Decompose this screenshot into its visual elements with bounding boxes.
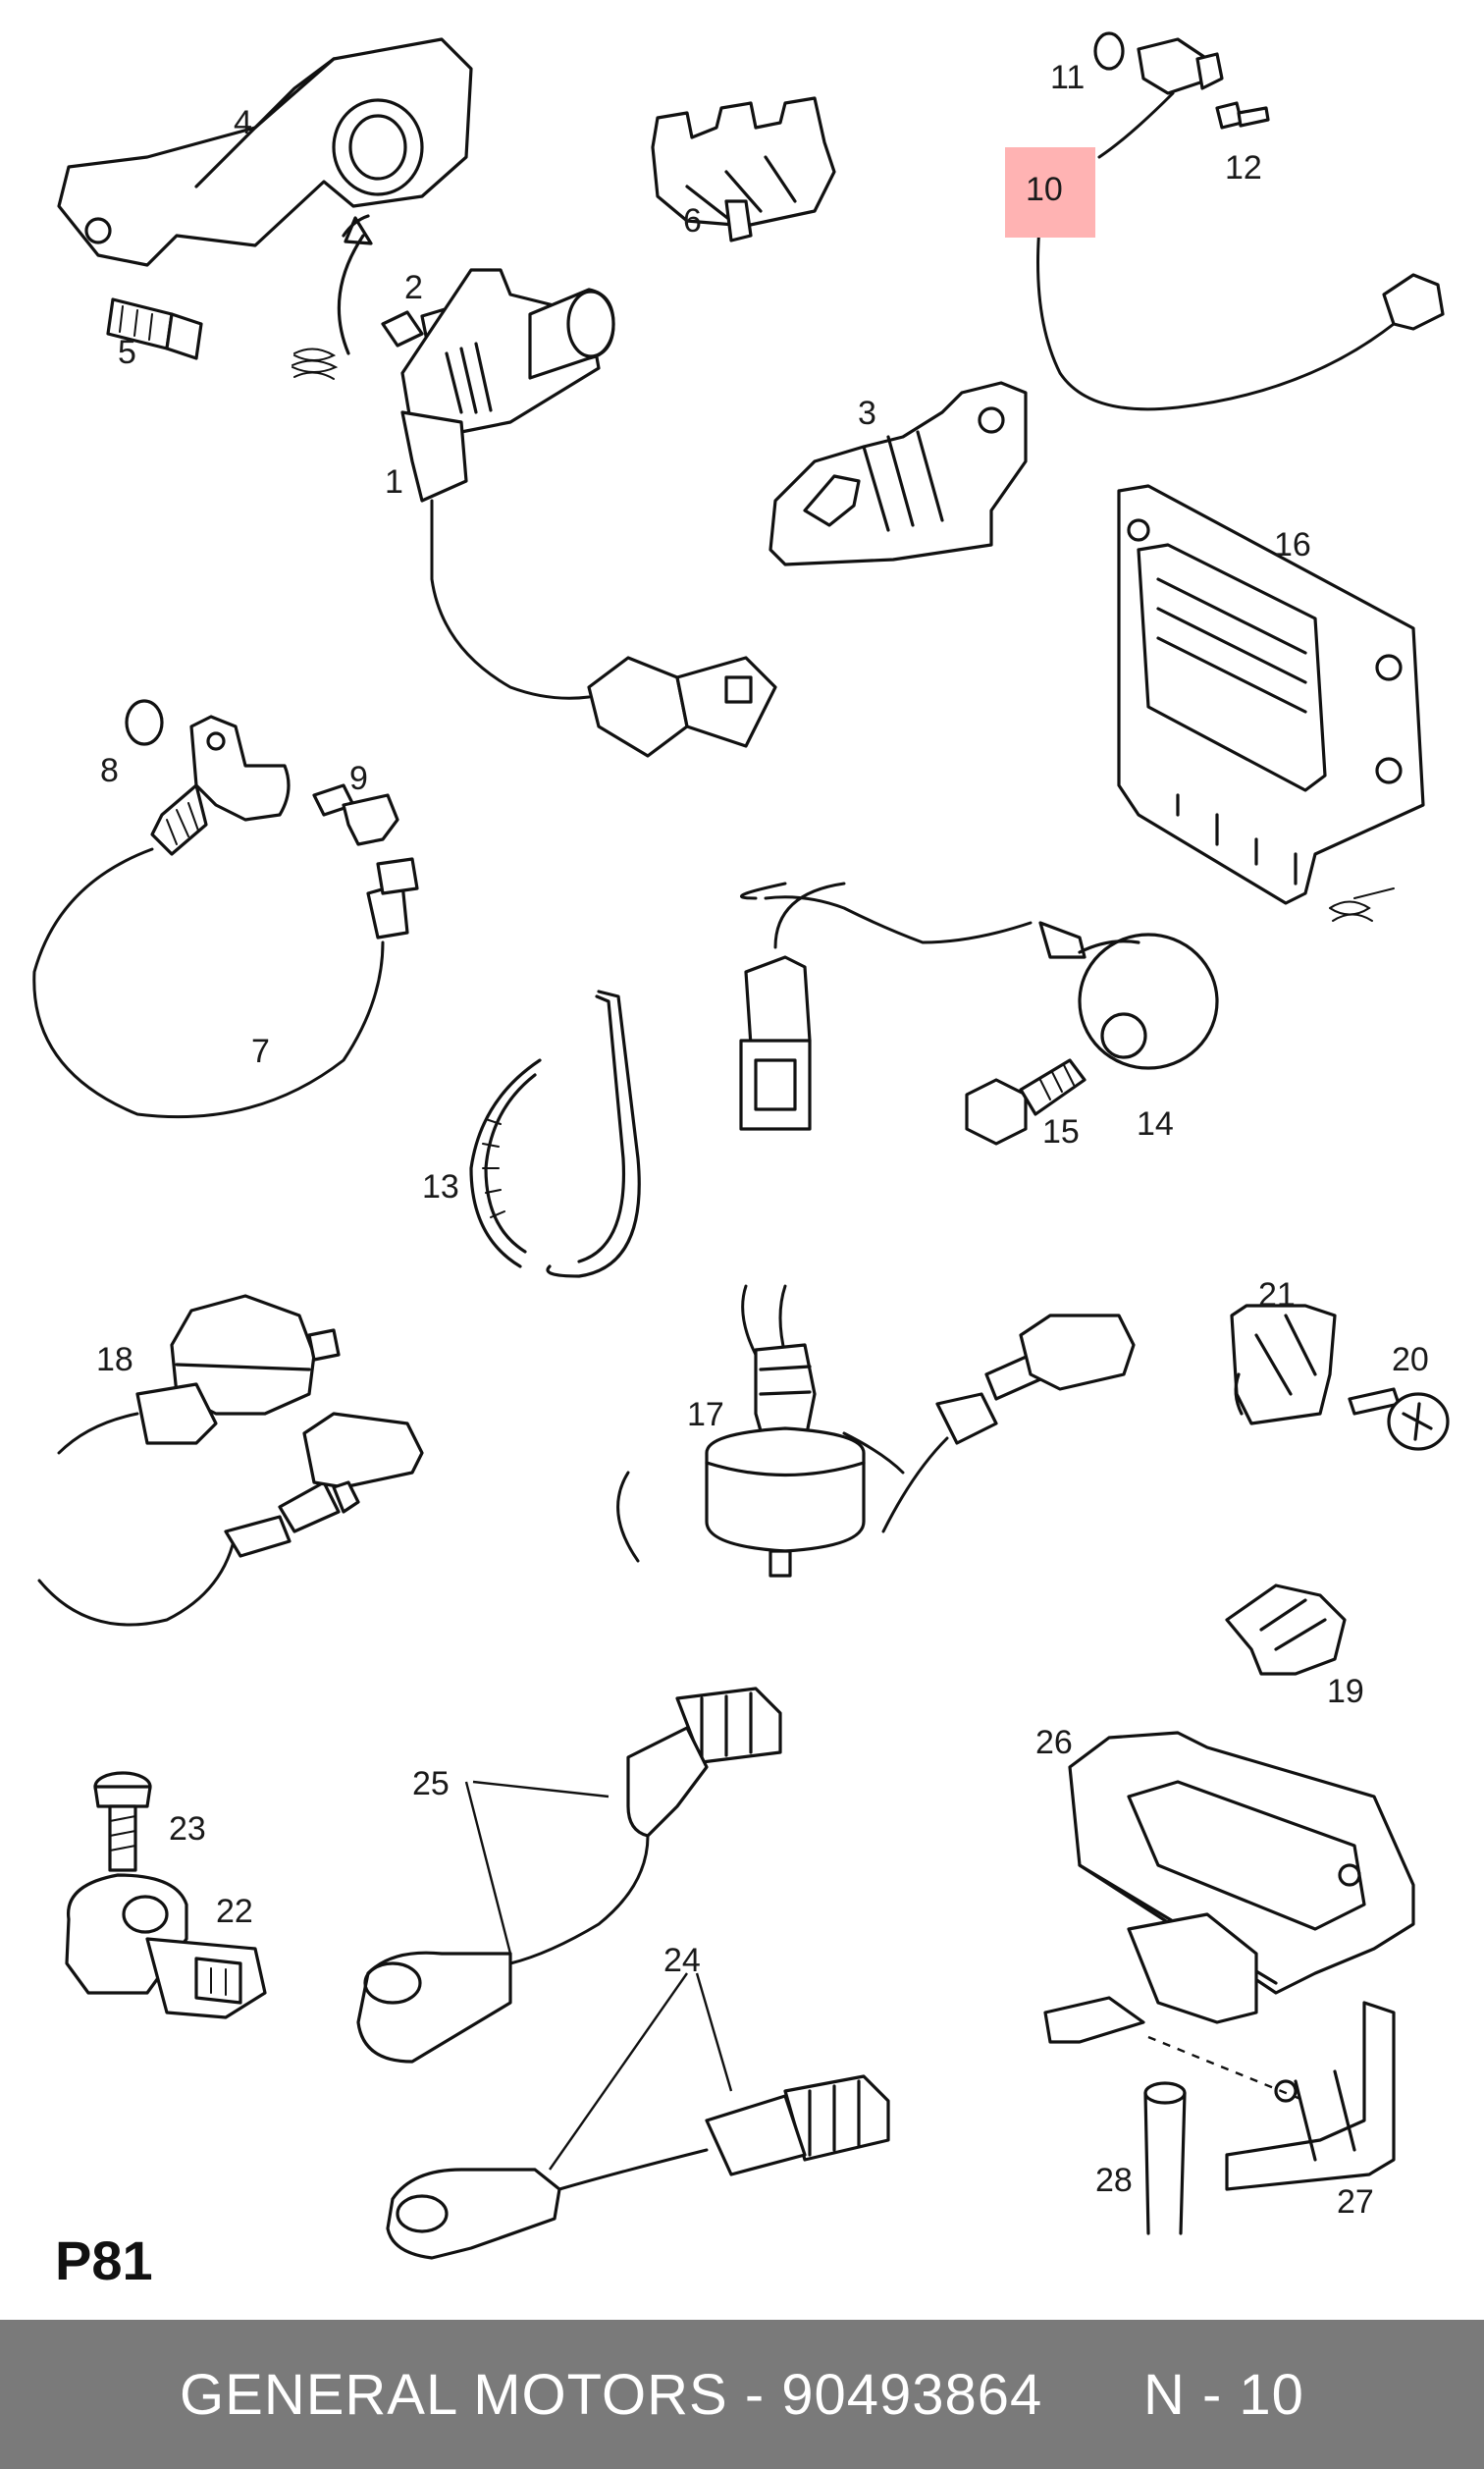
- callout-26: 26: [1035, 1724, 1073, 1761]
- part-5-bolt: [106, 297, 203, 360]
- callout-4: 4: [234, 104, 252, 141]
- footer-separator: -: [727, 2362, 782, 2427]
- callout-labels: 1 2 3 4 5 6 7 8 9 10 11 12 13 14 15 16 1…: [96, 59, 1429, 2221]
- leader-25a: [464, 1781, 512, 1955]
- callout-3: 3: [858, 395, 876, 432]
- callout-7: 7: [251, 1033, 270, 1070]
- part-24-knock-sensor: [386, 2074, 890, 2260]
- part-6-clip: [651, 96, 836, 242]
- page-code: P81: [55, 2229, 153, 2291]
- part-19-clip: [1225, 1583, 1347, 1676]
- part-11-seal: [1093, 31, 1125, 71]
- callout-1: 1: [385, 463, 403, 501]
- callout-9: 9: [349, 760, 368, 797]
- callout-13: 13: [422, 1168, 459, 1206]
- part-1-sensor: [400, 268, 777, 758]
- parts-diagram: 1 2 3 4 5 6 7 8 9 10 11 12 13 14 15 16 1…: [32, 31, 1450, 2260]
- part-23-bolt: [93, 1771, 152, 1872]
- assembly-arrow: [337, 234, 365, 355]
- part-9-bolt: [312, 783, 399, 846]
- callout-15: 15: [1042, 1113, 1080, 1151]
- part-27-bracket: [1147, 2001, 1396, 2191]
- callout-12: 12: [1225, 149, 1262, 187]
- callout-11: 11: [1050, 59, 1085, 96]
- callout-16: 16: [1274, 526, 1311, 564]
- part-15-bolt: [965, 1058, 1086, 1146]
- part-4-bracket: [57, 37, 473, 267]
- part-17-sender: [616, 1284, 1136, 1578]
- callout-14: 14: [1137, 1105, 1174, 1143]
- part-14-connector: [739, 955, 812, 1131]
- callout-24: 24: [663, 1942, 701, 1979]
- callout-21: 21: [1258, 1276, 1296, 1314]
- part-16-module: [1117, 484, 1425, 905]
- callout-8: 8: [100, 752, 119, 789]
- part-3-bracket: [768, 381, 1028, 566]
- part-8-seal: [125, 699, 164, 746]
- callout-2: 2: [404, 269, 423, 306]
- callout-28: 28: [1095, 2162, 1133, 2199]
- callout-23: 23: [169, 1810, 206, 1848]
- leader-24b: [695, 1972, 733, 2092]
- callout-17: 17: [687, 1396, 724, 1433]
- part-16-screw: [1329, 887, 1395, 922]
- footer-bar: GENERAL MOTORS - 90493864 N - 10: [0, 2320, 1484, 2469]
- part-25-knock-sensor: [356, 1687, 782, 2064]
- part-small-screw: [292, 348, 339, 380]
- part-13-cable-tie: [469, 990, 641, 1278]
- part-12-bolt: [1215, 101, 1270, 130]
- callout-20: 20: [1392, 1341, 1429, 1378]
- part-10-crank-sensor: [1036, 37, 1445, 411]
- highlight-box-callout-10: [1005, 147, 1095, 238]
- footer-position-label: N - 10: [1143, 2362, 1304, 2427]
- footer-caption: GENERAL MOTORS - 90493864 N - 10: [180, 2362, 1304, 2428]
- part-20-screw: [1348, 1387, 1450, 1451]
- callout-19: 19: [1327, 1673, 1364, 1710]
- part-21-clip: [1230, 1304, 1337, 1425]
- callout-18: 18: [96, 1341, 133, 1378]
- leader-25b: [472, 1780, 610, 1798]
- callout-5: 5: [118, 334, 136, 371]
- leader-24a: [549, 1972, 688, 2171]
- part-28-hose: [1143, 2081, 1187, 2235]
- callout-25: 25: [412, 1765, 450, 1802]
- callout-10: 10: [1026, 171, 1063, 208]
- footer-part-number: 90493864: [781, 2362, 1043, 2427]
- part-14-knock-sensor: [740, 882, 1219, 1070]
- part-7-sensor: [32, 715, 419, 1119]
- callout-6: 6: [683, 202, 702, 240]
- callout-22: 22: [216, 1893, 253, 1930]
- footer-brand: GENERAL MOTORS: [180, 2362, 728, 2427]
- part-22-knock-sensor: [65, 1873, 267, 2019]
- part-18-switch: [37, 1294, 424, 1627]
- part-26-ignition-module: [1043, 1731, 1415, 2044]
- callout-27: 27: [1337, 2183, 1374, 2221]
